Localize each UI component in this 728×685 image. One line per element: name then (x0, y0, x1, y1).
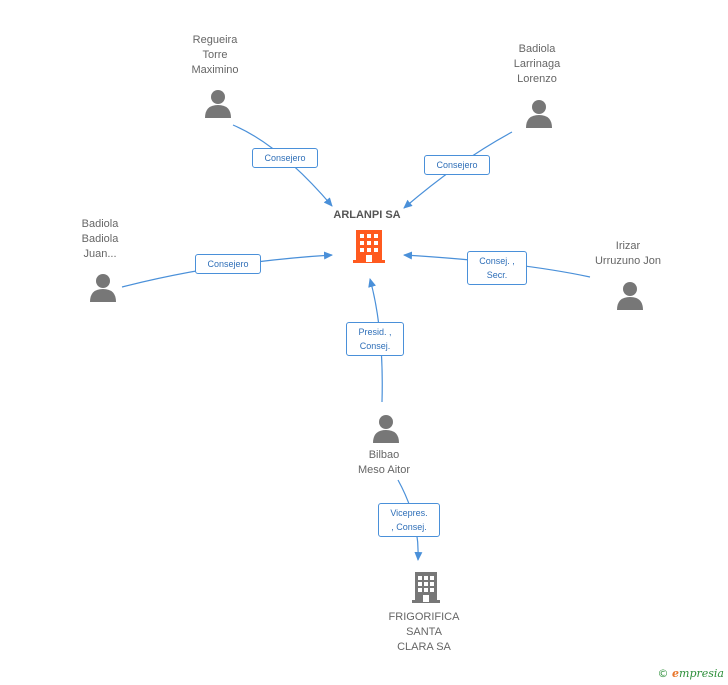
edge-label-bilbao-center[interactable]: Presid. , Consej. (346, 322, 404, 356)
empresia-logo[interactable]: © empresia (658, 667, 724, 680)
company-label-frigorifica[interactable]: FRIGORIFICA SANTA CLARA SA (388, 611, 460, 653)
brand-initial: e (672, 667, 680, 680)
person-label-bilbao[interactable]: Bilbao Meso Aitor (358, 449, 410, 476)
edge-label-bilbao-frigorifica[interactable]: Vicepres. , Consej. (378, 503, 440, 537)
person-label-irizar[interactable]: Irizar Urruzuno Jon (594, 240, 662, 267)
person-icon[interactable] (89, 272, 117, 302)
center-company-label[interactable]: ARLANPI SA (333, 209, 401, 221)
person-label-badiola-juan[interactable]: Badiola Badiola Juan... (81, 218, 119, 260)
edge-label-badiola-juan[interactable]: Consejero (195, 254, 261, 274)
person-icon[interactable] (372, 413, 400, 443)
person-icon[interactable] (525, 98, 553, 128)
building-icon-center[interactable] (353, 228, 385, 264)
edge-label-regueira[interactable]: Consejero (252, 148, 318, 168)
person-icon[interactable] (204, 88, 232, 118)
person-label-badiola-larrinaga[interactable]: Badiola Larrinaga Lorenzo (513, 43, 561, 85)
person-icon[interactable] (616, 280, 644, 310)
person-label-regueira[interactable]: Regueira Torre Maximino (191, 34, 239, 76)
brand-name: mpresia (679, 667, 724, 680)
copyright-symbol: © (657, 667, 669, 680)
edge-label-irizar[interactable]: Consej. , Secr. (467, 251, 527, 285)
building-icon-frigorifica[interactable] (412, 570, 440, 604)
edge-label-badiola-larrinaga[interactable]: Consejero (424, 155, 490, 175)
